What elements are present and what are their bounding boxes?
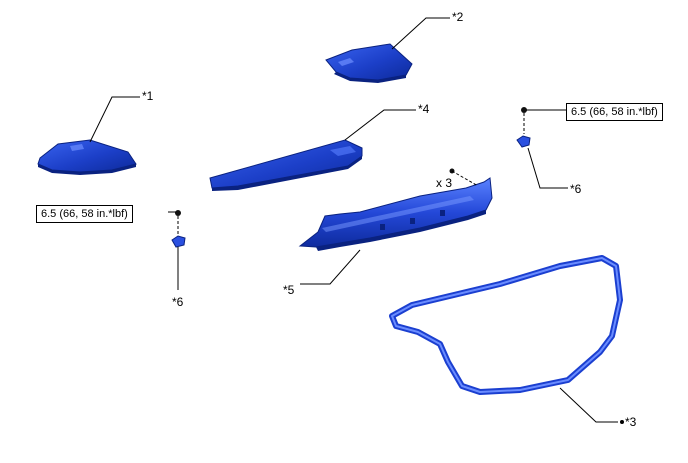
part-2-mat	[325, 43, 413, 83]
callout-part-6-right: *6	[570, 182, 582, 196]
callout-qty: x 3	[436, 176, 453, 190]
torque-spec-right: 6.5 (66, 58 in.*lbf)	[566, 103, 663, 121]
bullet-icon	[620, 420, 624, 424]
part-3-weatherstrip	[389, 255, 623, 395]
part-5-trim-panel	[298, 177, 493, 251]
callout-part-5: *5	[283, 283, 295, 297]
part-1-mat	[37, 139, 137, 175]
callout-part-1: *1	[142, 89, 154, 103]
screw-icon	[449, 168, 479, 187]
bolt-icon-left	[175, 210, 181, 236]
bolt-icon-right	[521, 107, 527, 134]
callout-part-6-left: *6	[172, 295, 184, 309]
torque-spec-left: 6.5 (66, 58 in.*lbf)	[36, 205, 133, 223]
part-4-board	[209, 139, 363, 191]
callout-part-2: *2	[452, 10, 464, 24]
leader-lines	[89, 17, 618, 423]
clip-right	[516, 135, 531, 148]
callout-part-4: *4	[418, 102, 430, 116]
callout-part-3: *3	[625, 415, 637, 429]
clip-left	[171, 235, 186, 248]
